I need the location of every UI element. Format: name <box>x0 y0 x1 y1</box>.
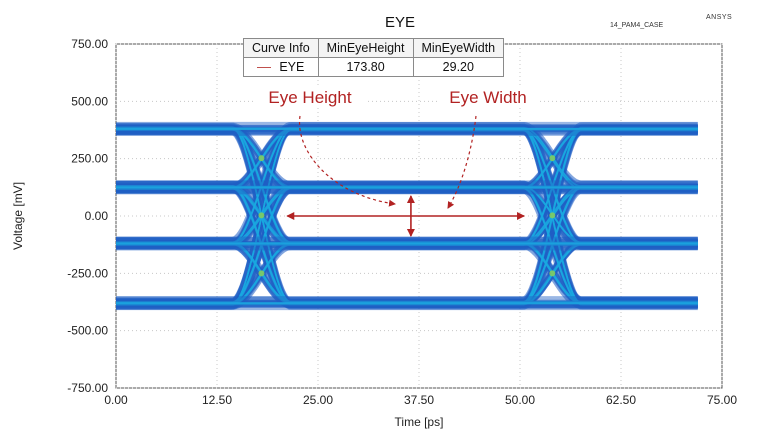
y-tick-label: 500.00 <box>71 94 108 108</box>
crossing-hotspot <box>258 155 265 162</box>
eye-width-label: Eye Width <box>449 88 526 107</box>
column-header-min-eye-height: MinEyeHeight <box>317 38 414 58</box>
x-axis-label: Time [ps] <box>395 415 444 429</box>
y-tick-label: -750.00 <box>67 381 108 395</box>
chart-title: EYE <box>384 14 415 31</box>
crossing-hotspot <box>549 270 556 277</box>
column-header-min-eye-width: MinEyeWidth <box>412 38 505 58</box>
y-tick-label: 0.00 <box>85 209 109 223</box>
x-tick-label: 62.50 <box>606 393 636 407</box>
min-eye-height-value: 173.80 <box>317 57 414 77</box>
crossing-hotspot <box>549 155 556 162</box>
crossing-hotspot <box>258 212 265 219</box>
eye-trace-core <box>116 241 698 303</box>
case-label: 14_PAM4_CASE <box>610 22 664 29</box>
crossing-hotspot <box>258 270 265 277</box>
curve-info-table: Curve Info MinEyeHeight MinEyeWidth EYE … <box>243 38 505 77</box>
eye-trace-core <box>116 185 698 303</box>
info-table-header-row: Curve Info MinEyeHeight MinEyeWidth <box>243 38 505 58</box>
min-eye-width-value: 29.20 <box>412 57 505 77</box>
x-tick-label: 0.00 <box>104 393 128 407</box>
y-tick-label: -250.00 <box>67 266 108 280</box>
y-tick-label: 750.00 <box>71 37 108 51</box>
curve-color-swatch <box>257 67 272 69</box>
y-tick-label: -500.00 <box>67 324 108 338</box>
column-header-curve-info: Curve Info <box>243 38 319 58</box>
x-tick-label: 25.00 <box>303 393 333 407</box>
eye-traces <box>116 121 698 311</box>
curve-name-cell: EYE <box>243 57 319 77</box>
crossing-hotspot <box>549 212 556 219</box>
x-tick-label: 37.50 <box>404 393 434 407</box>
eye-height-label-bg <box>255 86 365 108</box>
eye-width-label-bg <box>437 86 539 108</box>
eye-height-pointer <box>298 115 396 207</box>
y-axis-label: Voltage [mV] <box>11 182 25 250</box>
y-tick-label: 250.00 <box>71 152 108 166</box>
brand-label: ANSYS <box>706 14 733 21</box>
curve-name: EYE <box>279 60 305 74</box>
info-table-row: EYE 173.80 29.20 <box>243 57 505 77</box>
x-tick-label: 50.00 <box>505 393 535 407</box>
eye-height-label: Eye Height <box>268 88 351 107</box>
x-tick-label: 12.50 <box>202 393 232 407</box>
x-tick-label: 75.00 <box>707 393 737 407</box>
